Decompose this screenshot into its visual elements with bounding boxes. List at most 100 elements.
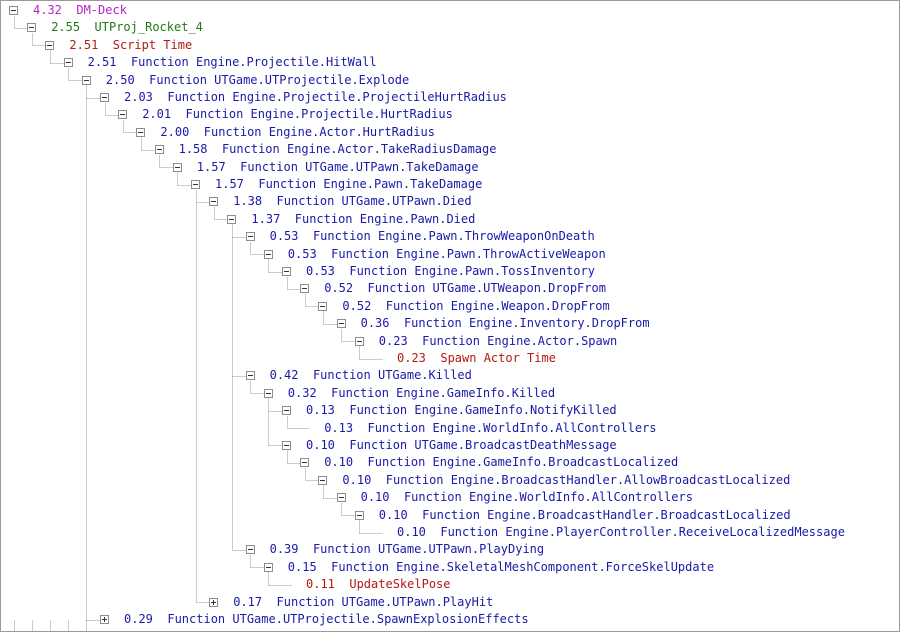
tree-node-label: 0.10 Function Engine.BroadcastHandler.Al… bbox=[342, 472, 791, 487]
collapse-icon[interactable] bbox=[282, 441, 291, 450]
tree-node[interactable]: 0.13 Function Engine.GameInfo.NotifyKill… bbox=[1, 402, 899, 419]
collapse-icon[interactable] bbox=[245, 371, 255, 381]
collapse-icon[interactable] bbox=[354, 336, 364, 346]
collapse-icon[interactable] bbox=[282, 406, 291, 416]
tree-node-label: 1.57 Function UTGame.UTPawn.TakeDamage bbox=[196, 159, 479, 174]
tree-node-label: 0.53 Function Engine.Pawn.TossInventory bbox=[306, 264, 595, 278]
tree-node[interactable]: 0.11 UpdateSkelPose bbox=[1, 576, 899, 593]
tree-node-label: 0.17 Function UTGame.UTPawn.PlayHit bbox=[233, 594, 494, 609]
collapse-icon[interactable] bbox=[282, 267, 291, 276]
tree-node-label: 0.42 Function UTGame.Killed bbox=[269, 368, 472, 383]
tree-node[interactable]: 0.39 Function UTGame.UTPawn.PlayDying bbox=[1, 541, 899, 558]
collapse-icon[interactable] bbox=[227, 214, 237, 224]
tree-node[interactable]: 0.10 Function Engine.WorldInfo.AllContro… bbox=[1, 489, 899, 506]
tree-node[interactable]: 1.38 Function UTGame.UTPawn.Died bbox=[1, 193, 899, 210]
tree-node-label: 0.32 Function Engine.GameInfo.Killed bbox=[287, 385, 556, 400]
tree-node[interactable]: 0.10 Function Engine.PlayerController.Re… bbox=[1, 524, 899, 541]
tree-node[interactable]: 2.01 Function Engine.Projectile.HurtRadi… bbox=[1, 106, 899, 123]
tree-node[interactable]: 1.58 Function Engine.Actor.TakeRadiusDam… bbox=[1, 141, 899, 158]
tree-node-label: 1.57 Function Engine.Pawn.TakeDamage bbox=[215, 177, 483, 191]
tree-node-label: 0.29 Function UTGame.UTProjectile.SpawnE… bbox=[124, 612, 529, 626]
tree-node[interactable]: 0.53 Function Engine.Pawn.ThrowActiveWea… bbox=[1, 246, 899, 263]
tree-node[interactable]: 0.32 Function Engine.GameInfo.Killed bbox=[1, 385, 899, 402]
expand-icon[interactable] bbox=[100, 615, 109, 624]
tree-node-label: 2.01 Function Engine.Projectile.HurtRadi… bbox=[142, 107, 453, 122]
tree-node-label: 0.36 Function Engine.Inventory.DropFrom bbox=[360, 316, 650, 331]
collapse-icon[interactable] bbox=[336, 493, 346, 503]
tree-node-label: 0.13 Function Engine.WorldInfo.AllContro… bbox=[324, 420, 657, 435]
tree-node-label: 0.53 Function Engine.Pawn.ThrowActiveWea… bbox=[287, 246, 606, 261]
tree-node[interactable]: 0.29 Function UTGame.UTProjectile.SpawnE… bbox=[1, 611, 899, 628]
collapse-icon[interactable] bbox=[100, 93, 109, 102]
tree-node[interactable]: 0.52 Function UTGame.UTWeapon.DropFrom bbox=[1, 280, 899, 297]
collapse-icon[interactable] bbox=[245, 232, 255, 242]
collapse-icon[interactable] bbox=[263, 249, 273, 259]
tree-node-label: 2.51 Script Time bbox=[69, 37, 193, 52]
tree-node-label: 2.50 Function UTGame.UTProjectile.Explod… bbox=[105, 72, 410, 87]
collapse-icon[interactable] bbox=[336, 319, 346, 329]
collapse-icon[interactable] bbox=[63, 58, 73, 68]
tree-node-label: 0.13 Function Engine.GameInfo.NotifyKill… bbox=[306, 403, 617, 418]
collapse-icon[interactable] bbox=[245, 545, 255, 555]
tree-node-label: 2.00 Function Engine.Actor.HurtRadius bbox=[160, 124, 435, 139]
tree-node-label: 2.55 UTProj_Rocket_4 bbox=[51, 20, 203, 35]
tree-node[interactable]: 4.32 DM-Deck bbox=[1, 2, 899, 19]
collapse-icon[interactable] bbox=[27, 23, 37, 33]
tree-node[interactable]: 1.57 Function UTGame.UTPawn.TakeDamage bbox=[1, 159, 899, 176]
tree-node-label: 0.15 Function Engine.SkeletalMeshCompone… bbox=[287, 559, 715, 574]
tree-node[interactable]: 0.10 Function Engine.BroadcastHandler.Al… bbox=[1, 472, 899, 489]
collapse-icon[interactable] bbox=[263, 562, 273, 572]
tree-node-label: 0.10 Function Engine.PlayerController.Re… bbox=[397, 525, 845, 539]
tree-node[interactable]: 0.42 Function UTGame.Killed bbox=[1, 367, 899, 384]
tree-node[interactable]: 0.53 Function Engine.Pawn.TossInventory bbox=[1, 263, 899, 280]
tree-node-label: 1.38 Function UTGame.UTPawn.Died bbox=[233, 194, 472, 209]
tree-node[interactable]: 0.53 Function Engine.Pawn.ThrowWeaponOnD… bbox=[1, 228, 899, 245]
tree-node[interactable]: 1.57 Function Engine.Pawn.TakeDamage bbox=[1, 176, 899, 193]
tree-node[interactable]: 1.37 Function Engine.Pawn.Died bbox=[1, 211, 899, 228]
tree-node[interactable]: 0.17 Function UTGame.UTPawn.PlayHit bbox=[1, 594, 899, 611]
collapse-icon[interactable] bbox=[263, 388, 273, 398]
tree-node[interactable]: 0.15 Function Engine.SkeletalMeshCompone… bbox=[1, 559, 899, 576]
collapse-icon[interactable] bbox=[172, 162, 182, 172]
collapse-icon[interactable] bbox=[9, 6, 18, 15]
tree-node[interactable]: 2.03 Function Engine.Projectile.Projecti… bbox=[1, 89, 899, 106]
collapse-icon[interactable] bbox=[45, 40, 55, 50]
collapse-icon[interactable] bbox=[191, 180, 200, 189]
expand-icon[interactable] bbox=[209, 597, 219, 607]
collapse-icon[interactable] bbox=[318, 475, 328, 485]
tree-node[interactable]: 2.55 UTProj_Rocket_4 bbox=[1, 19, 899, 36]
collapse-icon[interactable] bbox=[118, 110, 128, 120]
tree-node-label: 2.03 Function Engine.Projectile.Projecti… bbox=[124, 90, 507, 104]
tree-node-label: 1.37 Function Engine.Pawn.Died bbox=[251, 211, 476, 226]
collapse-icon[interactable] bbox=[154, 145, 164, 155]
tree-node[interactable]: 0.23 Function Engine.Actor.Spawn bbox=[1, 333, 899, 350]
tree-node[interactable]: 0.23 Spawn Actor Time bbox=[1, 350, 899, 367]
tree-node[interactable]: 0.52 Function Engine.Weapon.DropFrom bbox=[1, 298, 899, 315]
collapse-icon[interactable] bbox=[209, 197, 219, 207]
tree-node-label: 4.32 DM-Deck bbox=[33, 3, 127, 17]
tree-node[interactable]: 0.10 Function Engine.BroadcastHandler.Br… bbox=[1, 507, 899, 524]
collapse-icon[interactable] bbox=[300, 458, 310, 468]
tree-node-label: 1.58 Function Engine.Actor.TakeRadiusDam… bbox=[178, 142, 497, 157]
collapse-icon[interactable] bbox=[81, 75, 91, 85]
collapse-icon[interactable] bbox=[354, 510, 364, 520]
collapse-icon[interactable] bbox=[136, 127, 146, 137]
tree-node[interactable]: 0.36 Function Engine.Inventory.DropFrom bbox=[1, 315, 899, 332]
tree-node-label: 2.51 Function Engine.Projectile.HitWall bbox=[87, 55, 377, 70]
tree-node-label: 0.23 Spawn Actor Time bbox=[397, 351, 556, 365]
tree-node[interactable]: 2.50 Function UTGame.UTProjectile.Explod… bbox=[1, 72, 899, 89]
tree-node-label: 0.10 Function Engine.WorldInfo.AllContro… bbox=[360, 490, 693, 505]
tree-node[interactable]: 0.13 Function Engine.WorldInfo.AllContro… bbox=[1, 420, 899, 437]
collapse-icon[interactable] bbox=[318, 301, 328, 311]
tree-node[interactable]: 2.51 Script Time bbox=[1, 37, 899, 54]
tree-node[interactable]: 2.00 Function Engine.Actor.HurtRadius bbox=[1, 124, 899, 141]
tree-node[interactable]: 2.51 Function Engine.Projectile.HitWall bbox=[1, 54, 899, 71]
tree-node-label: 0.39 Function UTGame.UTPawn.PlayDying bbox=[269, 542, 545, 557]
tree-node-label: 0.10 Function Engine.GameInfo.BroadcastL… bbox=[324, 455, 679, 470]
tree-node[interactable]: 0.10 Function Engine.GameInfo.BroadcastL… bbox=[1, 454, 899, 471]
tree-node-label: 0.52 Function Engine.Weapon.DropFrom bbox=[342, 298, 610, 313]
tree-node[interactable]: 0.10 Function UTGame.BroadcastDeathMessa… bbox=[1, 437, 899, 454]
collapse-icon[interactable] bbox=[300, 284, 310, 294]
tree-node-label: 0.10 Function Engine.BroadcastHandler.Br… bbox=[378, 507, 791, 522]
